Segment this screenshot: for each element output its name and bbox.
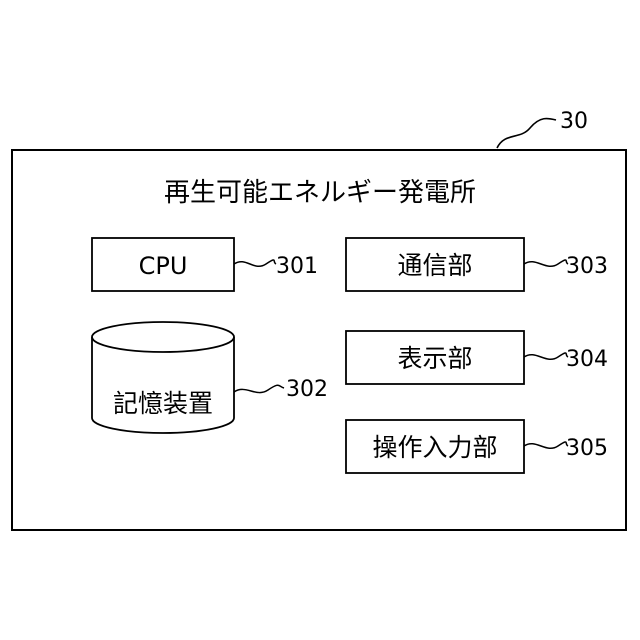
storage-cylinder-top (92, 322, 234, 352)
ref-304: 304 (566, 347, 608, 372)
storage-label: 記憶装置 (113, 389, 213, 418)
ref-305: 305 (566, 436, 608, 461)
ref-30: 30 (560, 109, 588, 134)
input-label: 操作入力部 (372, 433, 497, 462)
comm-label: 通信部 (397, 251, 472, 280)
leader-30 (497, 118, 556, 148)
plant-title: 再生可能エネルギー発電所 (164, 178, 476, 208)
ref-302: 302 (286, 377, 328, 402)
cpu-label: CPU (139, 252, 188, 280)
ref-301: 301 (276, 254, 318, 279)
ref-303: 303 (566, 254, 608, 279)
display-label: 表示部 (397, 344, 472, 373)
